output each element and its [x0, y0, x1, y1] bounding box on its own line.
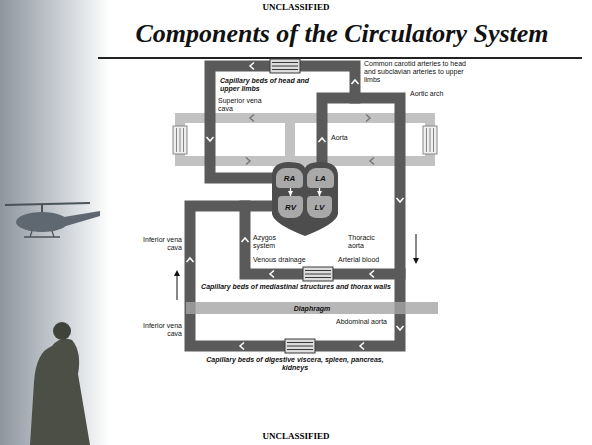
vessel-label: Abdominal aorta [336, 318, 392, 326]
pulmonary-loop [180, 118, 430, 161]
classification-marking: UNCLASSIFIED [196, 431, 396, 441]
chamber-flow-arrow [290, 188, 291, 196]
vessel-label: Inferior vena cava [134, 236, 182, 252]
heart-chamber: LA [307, 168, 334, 188]
pulmonary-flow-arrows [246, 115, 374, 165]
chamber-flow-arrow [319, 188, 320, 196]
capillary-lines [177, 128, 184, 152]
helicopter-strut [52, 231, 54, 237]
capillary-bed [285, 339, 315, 353]
flow-arrow [352, 80, 359, 84]
direction-arrow-head [413, 258, 419, 264]
capillary-lines [287, 343, 313, 350]
node-text: LA [315, 174, 326, 183]
capillary-label: Capillary beds of mediastinal structures… [197, 283, 395, 291]
flow-arrow [250, 115, 254, 122]
flow-arrow [370, 158, 374, 165]
flow-arrow [246, 158, 250, 165]
lung-capillary-bed [423, 126, 437, 154]
flow-arrow [319, 138, 326, 142]
classification-marking: UNCLASSIFIED [196, 2, 396, 12]
pulmonary-circuit [180, 118, 430, 170]
soldier-body [30, 339, 90, 445]
flow-label: Venous drainage [253, 256, 315, 264]
helicopter-strut [30, 231, 32, 237]
capillary-bed-box [303, 267, 333, 281]
vessel-label: Superior vena cava [218, 97, 262, 113]
helicopter-skid [24, 236, 60, 238]
soldier-photo [30, 322, 90, 445]
flow-arrow [250, 63, 254, 70]
title-rule [98, 57, 582, 59]
heart-chamber: RV [278, 196, 303, 218]
vessel-label: Common carotid arteries to head and subc… [364, 60, 466, 84]
flow-arrow [207, 137, 214, 141]
direction-arrows [174, 234, 419, 300]
flow-arrow [366, 115, 370, 122]
slide-title: Components of the Circulatory System [100, 18, 584, 49]
direction-arrow-line [416, 234, 417, 261]
heart-chamber: RA [276, 168, 303, 188]
node-text: LV [315, 203, 325, 212]
node-text: Diaphragm [294, 305, 331, 312]
helicopter-body [16, 212, 68, 232]
node-text: RV [285, 203, 296, 212]
flow-arrow [270, 271, 274, 278]
photo-panel [0, 0, 110, 445]
flow-arrow [360, 343, 364, 350]
diaphragm-band: Diaphragm [186, 302, 438, 314]
capillary-lines [427, 128, 434, 152]
direction-arrow-head [174, 270, 180, 276]
vessel-label: Aortic arch [410, 90, 460, 98]
flow-arrow [397, 326, 404, 330]
capillary-bed [303, 267, 333, 281]
capillary-bed-box [173, 126, 187, 154]
flow-arrow [187, 258, 194, 262]
rotor-mast [41, 205, 43, 213]
capillary-lines [305, 271, 331, 278]
node-text: RA [284, 174, 296, 183]
heart [272, 162, 338, 236]
vessel-label: Thoracic aorta [348, 234, 390, 250]
capillary-bed-box [285, 339, 315, 353]
helicopter-photo [5, 203, 100, 237]
capillary-bed-box [423, 126, 437, 154]
vessel-label: Aorta [331, 134, 361, 142]
flow-arrow [397, 198, 404, 202]
capillary-bed [270, 59, 300, 73]
vessel-label: Inferior vena cava [134, 322, 182, 338]
direction-arrow-line [177, 273, 178, 300]
capillary-label: Capillary beds of digestive viscera, spl… [200, 356, 390, 372]
soldier-head [53, 322, 71, 340]
lung-capillary-bed [173, 126, 187, 154]
capillary-label: Capillary beds of head and upper limbs [220, 77, 316, 93]
helicopter-tail [64, 211, 100, 226]
flow-label: Arterial blood [338, 256, 392, 264]
flow-arrow [240, 343, 244, 350]
capillary-lines [272, 63, 298, 70]
capillary-bed-box [270, 59, 300, 73]
vessel-label: Azygos system [253, 234, 287, 250]
rotor [5, 203, 90, 205]
flow-arrow [242, 238, 249, 242]
flow-arrow [370, 271, 374, 278]
heart-chamber: LV [307, 196, 332, 218]
upper-body-loop [210, 66, 355, 178]
